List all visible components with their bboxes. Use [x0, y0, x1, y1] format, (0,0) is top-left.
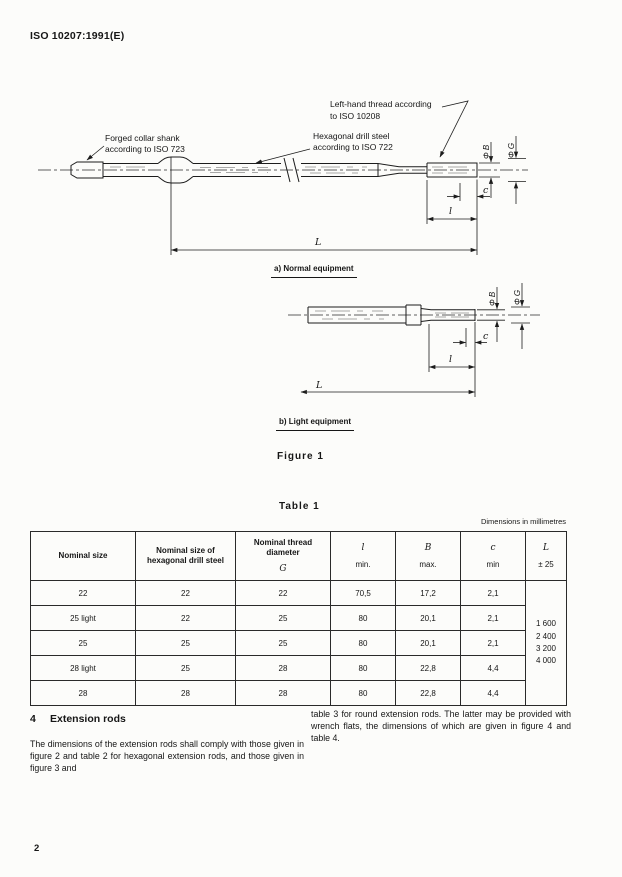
- label-hex-steel-2: according to ISO 722: [313, 142, 393, 152]
- cell: 22,8: [395, 680, 461, 706]
- cell: 28: [135, 680, 236, 706]
- col-l-qualifier: min.: [355, 559, 371, 569]
- section4-heading: 4 Extension rods: [30, 713, 126, 725]
- col-hex-steel-size: Nominal size of hexagonal drill steel: [135, 531, 236, 581]
- col-L-tolerance: ± 25: [538, 559, 554, 569]
- cell: 4,4: [460, 655, 526, 681]
- L-value: 4 000: [535, 656, 557, 666]
- cell: 25: [235, 605, 331, 631]
- dim-phi-b-light: Φ B: [488, 291, 497, 306]
- cell: 20,1: [395, 605, 461, 631]
- dim-phi-b: Φ B: [482, 144, 491, 159]
- col-thread-diameter: Nominal thread diameter G: [235, 531, 331, 581]
- table1-title: Table 1: [279, 501, 320, 512]
- cell: 80: [330, 605, 396, 631]
- break-lines: [283, 157, 300, 183]
- col-thread-diameter-symbol: G: [279, 564, 287, 574]
- dim-phi-g-light: Φ G: [513, 290, 522, 305]
- cell: 28: [30, 680, 136, 706]
- L-value: 2 400: [535, 631, 557, 641]
- cell: 25 light: [30, 605, 136, 631]
- col-L-symbol: L: [543, 542, 549, 553]
- section-title: Extension rods: [50, 713, 126, 725]
- section-number: 4: [30, 713, 36, 725]
- col-nominal-size: Nominal size: [30, 531, 136, 581]
- col-l-min: l min.: [330, 531, 396, 581]
- col-L-tol: L ± 25: [525, 531, 567, 581]
- cell: 2,1: [460, 605, 526, 631]
- dim-c-light: c: [483, 331, 489, 342]
- leader-thread: [439, 100, 469, 158]
- col-c-qualifier: min: [486, 559, 500, 569]
- col-B-qualifier: max.: [419, 559, 437, 569]
- figure1-caption: Figure 1: [277, 451, 324, 462]
- cell: 25: [135, 630, 236, 656]
- dim-L-light: L: [315, 380, 322, 391]
- col-B-max: B max.: [395, 531, 461, 581]
- label-forged-collar-2: according to ISO 723: [105, 144, 185, 154]
- L-value: 3 200: [535, 644, 557, 653]
- cell: 2,1: [460, 630, 526, 656]
- page-number: 2: [34, 843, 40, 854]
- L-value: 1 600: [535, 619, 557, 629]
- cell: 22: [235, 580, 331, 606]
- table1-units-note: Dimensions in millimetres: [480, 517, 566, 526]
- cell: 22: [135, 580, 236, 606]
- cell: 25: [135, 655, 236, 681]
- cell: 25: [235, 630, 331, 656]
- col-B-symbol: B: [424, 542, 432, 553]
- table1-header-row: Nominal size Nominal size of hexagonal d…: [30, 531, 567, 581]
- figure1-drawing: Forged collar shank according to ISO 723…: [38, 99, 540, 397]
- leader-hex-steel: [255, 148, 311, 164]
- label-thread-1: Left-hand thread according: [330, 99, 432, 109]
- rod-normal-equipment: Forged collar shank according to ISO 723…: [38, 99, 528, 255]
- col-c-symbol: c: [490, 542, 496, 553]
- cell: 28: [235, 680, 331, 706]
- cell-L-values: 1 600 2 400 3 200 4 000: [525, 580, 567, 706]
- col-l-symbol: l: [361, 542, 365, 553]
- cell: 20,1: [395, 630, 461, 656]
- cell: 80: [330, 680, 396, 706]
- cell: 22,8: [395, 655, 461, 681]
- cell: 4,4: [460, 680, 526, 706]
- dim-l-light: l: [449, 354, 452, 365]
- table-row: 25 light 22 25 80 20,1 2,1: [30, 605, 567, 631]
- col-thread-diameter-title: Nominal thread diameter: [253, 538, 313, 557]
- section4-paragraph-left: The dimensions of the extension rods sha…: [30, 739, 304, 774]
- col-c-min: c min: [460, 531, 526, 581]
- label-thread-2: to ISO 10208: [330, 111, 380, 121]
- table-row: 28 light 25 28 80 22,8 4,4: [30, 655, 567, 681]
- section4-paragraph-right: table 3 for round extension rods. The la…: [311, 709, 571, 744]
- subcaption-light-equipment: b) Light equipment: [276, 417, 354, 431]
- cell: 80: [330, 655, 396, 681]
- cell: 2,1: [460, 580, 526, 606]
- label-forged-collar-1: Forged collar shank: [105, 133, 180, 143]
- cell: 22: [135, 605, 236, 631]
- table-row: 25 25 25 80 20,1 2,1: [30, 630, 567, 656]
- document-reference: ISO 10207:1991(E): [30, 30, 125, 42]
- cell: 28 light: [30, 655, 136, 681]
- cell: 17,2: [395, 580, 461, 606]
- cell: 70,5: [330, 580, 396, 606]
- dim-L: L: [314, 237, 321, 248]
- cell: 28: [235, 655, 331, 681]
- cell: 25: [30, 630, 136, 656]
- dim-c: c: [483, 185, 489, 196]
- subcaption-normal-equipment: a) Normal equipment: [271, 264, 357, 278]
- table1: Nominal size Nominal size of hexagonal d…: [30, 531, 567, 706]
- dim-l: l: [449, 206, 452, 217]
- dim-phi-g: Φ G: [507, 143, 516, 158]
- label-hex-steel-1: Hexagonal drill steel: [313, 131, 390, 141]
- table-row: 28 28 28 80 22,8 4,4: [30, 680, 567, 706]
- table-row: 22 22 22 70,5 17,2 2,1 1 600 2 400 3 200…: [30, 580, 567, 706]
- cell: 22: [30, 580, 136, 606]
- rod-light-equipment: Φ B Φ G c l L: [288, 283, 540, 397]
- cell: 80: [330, 630, 396, 656]
- leader-forged-collar: [86, 145, 105, 161]
